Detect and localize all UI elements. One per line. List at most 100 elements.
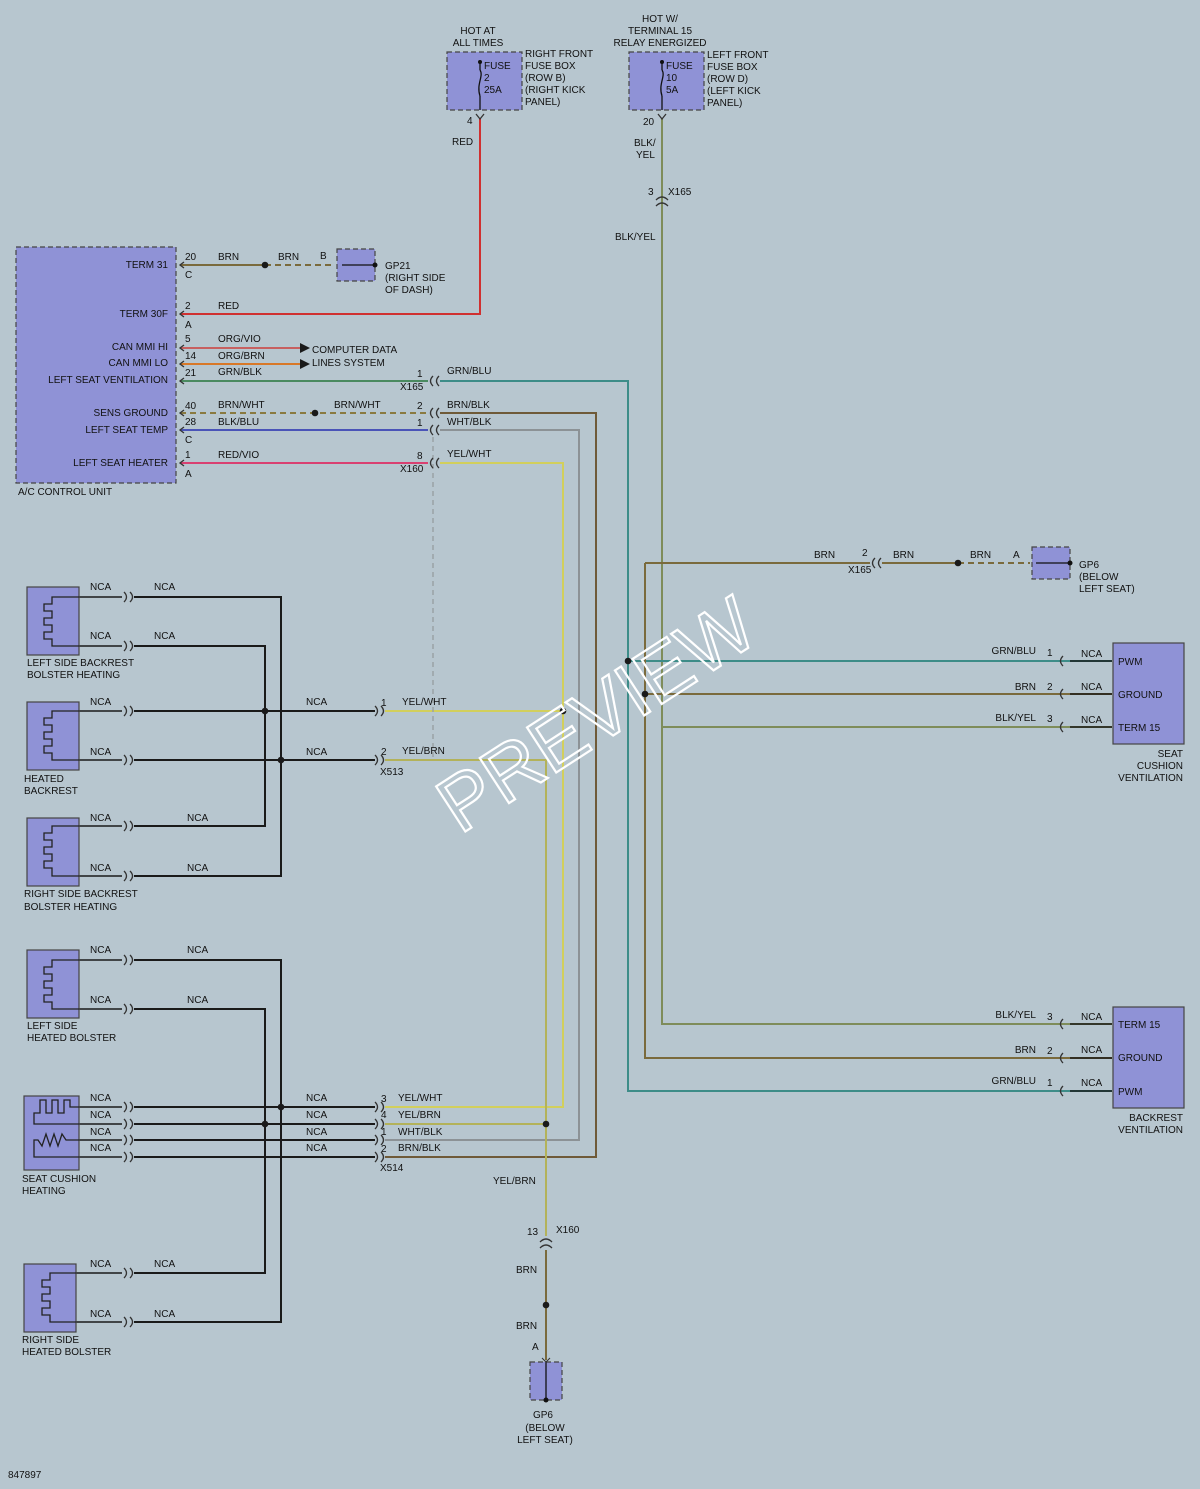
gp6-right-label-2: (BELOW (1079, 572, 1119, 583)
brv-term-pwm: PWM (1118, 1087, 1142, 1098)
gp21-ground (336, 248, 378, 282)
hb-nca-1: NCA (90, 697, 111, 708)
left-side-backrest-bolster-heating (26, 586, 80, 656)
gp21-label-1: GP21 (385, 261, 411, 272)
rhb-label-1: RIGHT SIDE (22, 1335, 79, 1346)
wire-label-brn-2: BRN (278, 252, 299, 263)
fuse-rf-pin: 4 (467, 116, 473, 127)
x160-mid-pin-8: 8 (417, 451, 423, 462)
computer-data-2: LINES SYSTEM (312, 358, 385, 369)
lbh-nca-2: NCA (154, 582, 175, 593)
scv-label-2: CUSHION (1137, 761, 1183, 772)
fuse-rf-hot-1: HOT AT (460, 26, 495, 37)
acu-conn-a2: A (185, 469, 192, 480)
wire-label-brnwht-1: BRN/WHT (218, 400, 265, 411)
wire-red-term30f (180, 118, 481, 315)
brv-pin-3: 3 (1047, 1012, 1053, 1023)
x165-mid-name: X165 (400, 382, 424, 393)
acu-left-seat-ventilation: LEFT SEAT VENTILATION (48, 375, 168, 386)
hb-label-2: BACKREST (24, 786, 78, 797)
rhb-label-2: HEATED BOLSTER (22, 1347, 111, 1358)
brv-pin-1: 1 (1047, 1078, 1053, 1089)
rbh-nca-3: NCA (90, 863, 111, 874)
wire-label-brn-1: BRN (218, 252, 239, 263)
sch-nca-l3: NCA (90, 1127, 111, 1138)
brv-nca-3: NCA (1081, 1078, 1102, 1089)
wire-nca-left-bolster-1 (134, 596, 282, 877)
acu-conn-c1: C (185, 270, 192, 281)
lbh-label-2: BOLSTER HEATING (27, 670, 120, 681)
brv-term-15: TERM 15 (1118, 1020, 1161, 1031)
acu-pin-2: 2 (185, 301, 191, 312)
fuse-rf-box-3: (ROW B) (525, 73, 566, 84)
gp21-pin: B (320, 251, 327, 262)
heater-elements (23, 586, 80, 1333)
wire-yelbrn-x513 (385, 759, 547, 1236)
gp6-right-ground (1031, 546, 1073, 580)
wire-label-yel-1: YEL (636, 150, 655, 161)
rbh-label-2: BOLSTER HEATING (24, 902, 117, 913)
scv-nca-3: NCA (1081, 715, 1102, 726)
x160-bottom-brn-1: BRN (516, 1265, 537, 1276)
x514-pin-3: 3 (381, 1094, 387, 1105)
hb-label-1: HEATED (24, 774, 64, 785)
acu-can-hi: CAN MMI HI (112, 342, 168, 353)
fuse-lf-rating: 5A (666, 85, 679, 96)
gp21-label-2: (RIGHT SIDE (385, 273, 446, 284)
wire-label-blkyel-top: BLK/YEL (615, 232, 656, 243)
fuse-rf-box-5: PANEL) (525, 97, 560, 108)
lhb-label-2: HEATED BOLSTER (27, 1033, 116, 1044)
rbh-label-1: RIGHT SIDE BACKREST (24, 889, 138, 900)
lbh-nca-3: NCA (90, 631, 111, 642)
lhb-nca-2: NCA (187, 945, 208, 956)
fuse-rf-box-1: RIGHT FRONT (525, 49, 593, 60)
wire-nca-left-heated-1 (134, 959, 282, 1106)
x513-pin-2: 2 (381, 747, 387, 758)
right-front-fuse-box (446, 51, 523, 111)
acu-pin-14: 14 (185, 351, 197, 362)
acu-pin-21: 21 (185, 368, 197, 379)
x514-wire-1: YEL/WHT (398, 1093, 442, 1104)
brv-wire-3: GRN/BLU (992, 1076, 1036, 1087)
x514-name: X514 (380, 1163, 404, 1174)
rhb-nca-2: NCA (154, 1259, 175, 1270)
gp6-right-conn: X165 (848, 565, 872, 576)
fuse-rf-label: FUSE (484, 61, 511, 72)
scv-wire-3: BLK/YEL (995, 713, 1036, 724)
x513-wire-1: YEL/WHT (402, 697, 446, 708)
x160-bottom-wire: YEL/BRN (493, 1176, 536, 1187)
gp6-bottom-label-3: LEFT SEAT) (517, 1435, 573, 1446)
fuse-rf-number: 2 (484, 73, 490, 84)
fuse-rf-box-4: (RIGHT KICK (525, 85, 586, 96)
wire-label-brn-r3: BRN (970, 550, 991, 561)
x160-bottom-brn-2: BRN (516, 1321, 537, 1332)
wire-brnblk-sens-ground (385, 412, 597, 1158)
x160-mid-name: X160 (400, 464, 424, 475)
wire-whtblk-seat-temp (385, 429, 580, 1141)
scv-pin-3: 3 (1047, 714, 1053, 725)
fuse-lf-hot-3: RELAY ENERGIZED (614, 38, 707, 49)
fuse-rf-box-2: FUSE BOX (525, 61, 576, 72)
x513-pin-1: 1 (381, 698, 387, 709)
scv-wire-1: GRN/BLU (992, 646, 1036, 657)
x160-bottom-a: A (532, 1342, 539, 1353)
brv-term-ground: GROUND (1118, 1053, 1162, 1064)
scv-wire-2: BRN (1015, 682, 1036, 693)
acu-pin-20: 20 (185, 252, 197, 263)
x165-top-name: X165 (668, 187, 692, 198)
lhb-nca-3: NCA (90, 995, 111, 1006)
rbh-nca-1: NCA (90, 813, 111, 824)
wire-label-orgbrn: ORG/BRN (218, 351, 265, 362)
acu-pin-40: 40 (185, 401, 197, 412)
heated-backrest (26, 701, 80, 771)
acu-pin-5: 5 (185, 334, 191, 345)
brv-wire-1: BLK/YEL (995, 1010, 1036, 1021)
x513-nca-2: NCA (306, 747, 327, 758)
lbh-nca-4: NCA (154, 631, 175, 642)
gp6-right-pin: 2 (862, 548, 868, 559)
wire-label-orgvio: ORG/VIO (218, 334, 261, 345)
scv-term-15: TERM 15 (1118, 723, 1161, 734)
fuse-lf-box-4: (LEFT KICK (707, 86, 761, 97)
backrest-ventilation (1112, 1006, 1185, 1109)
wire-label-red-top: RED (452, 137, 473, 148)
